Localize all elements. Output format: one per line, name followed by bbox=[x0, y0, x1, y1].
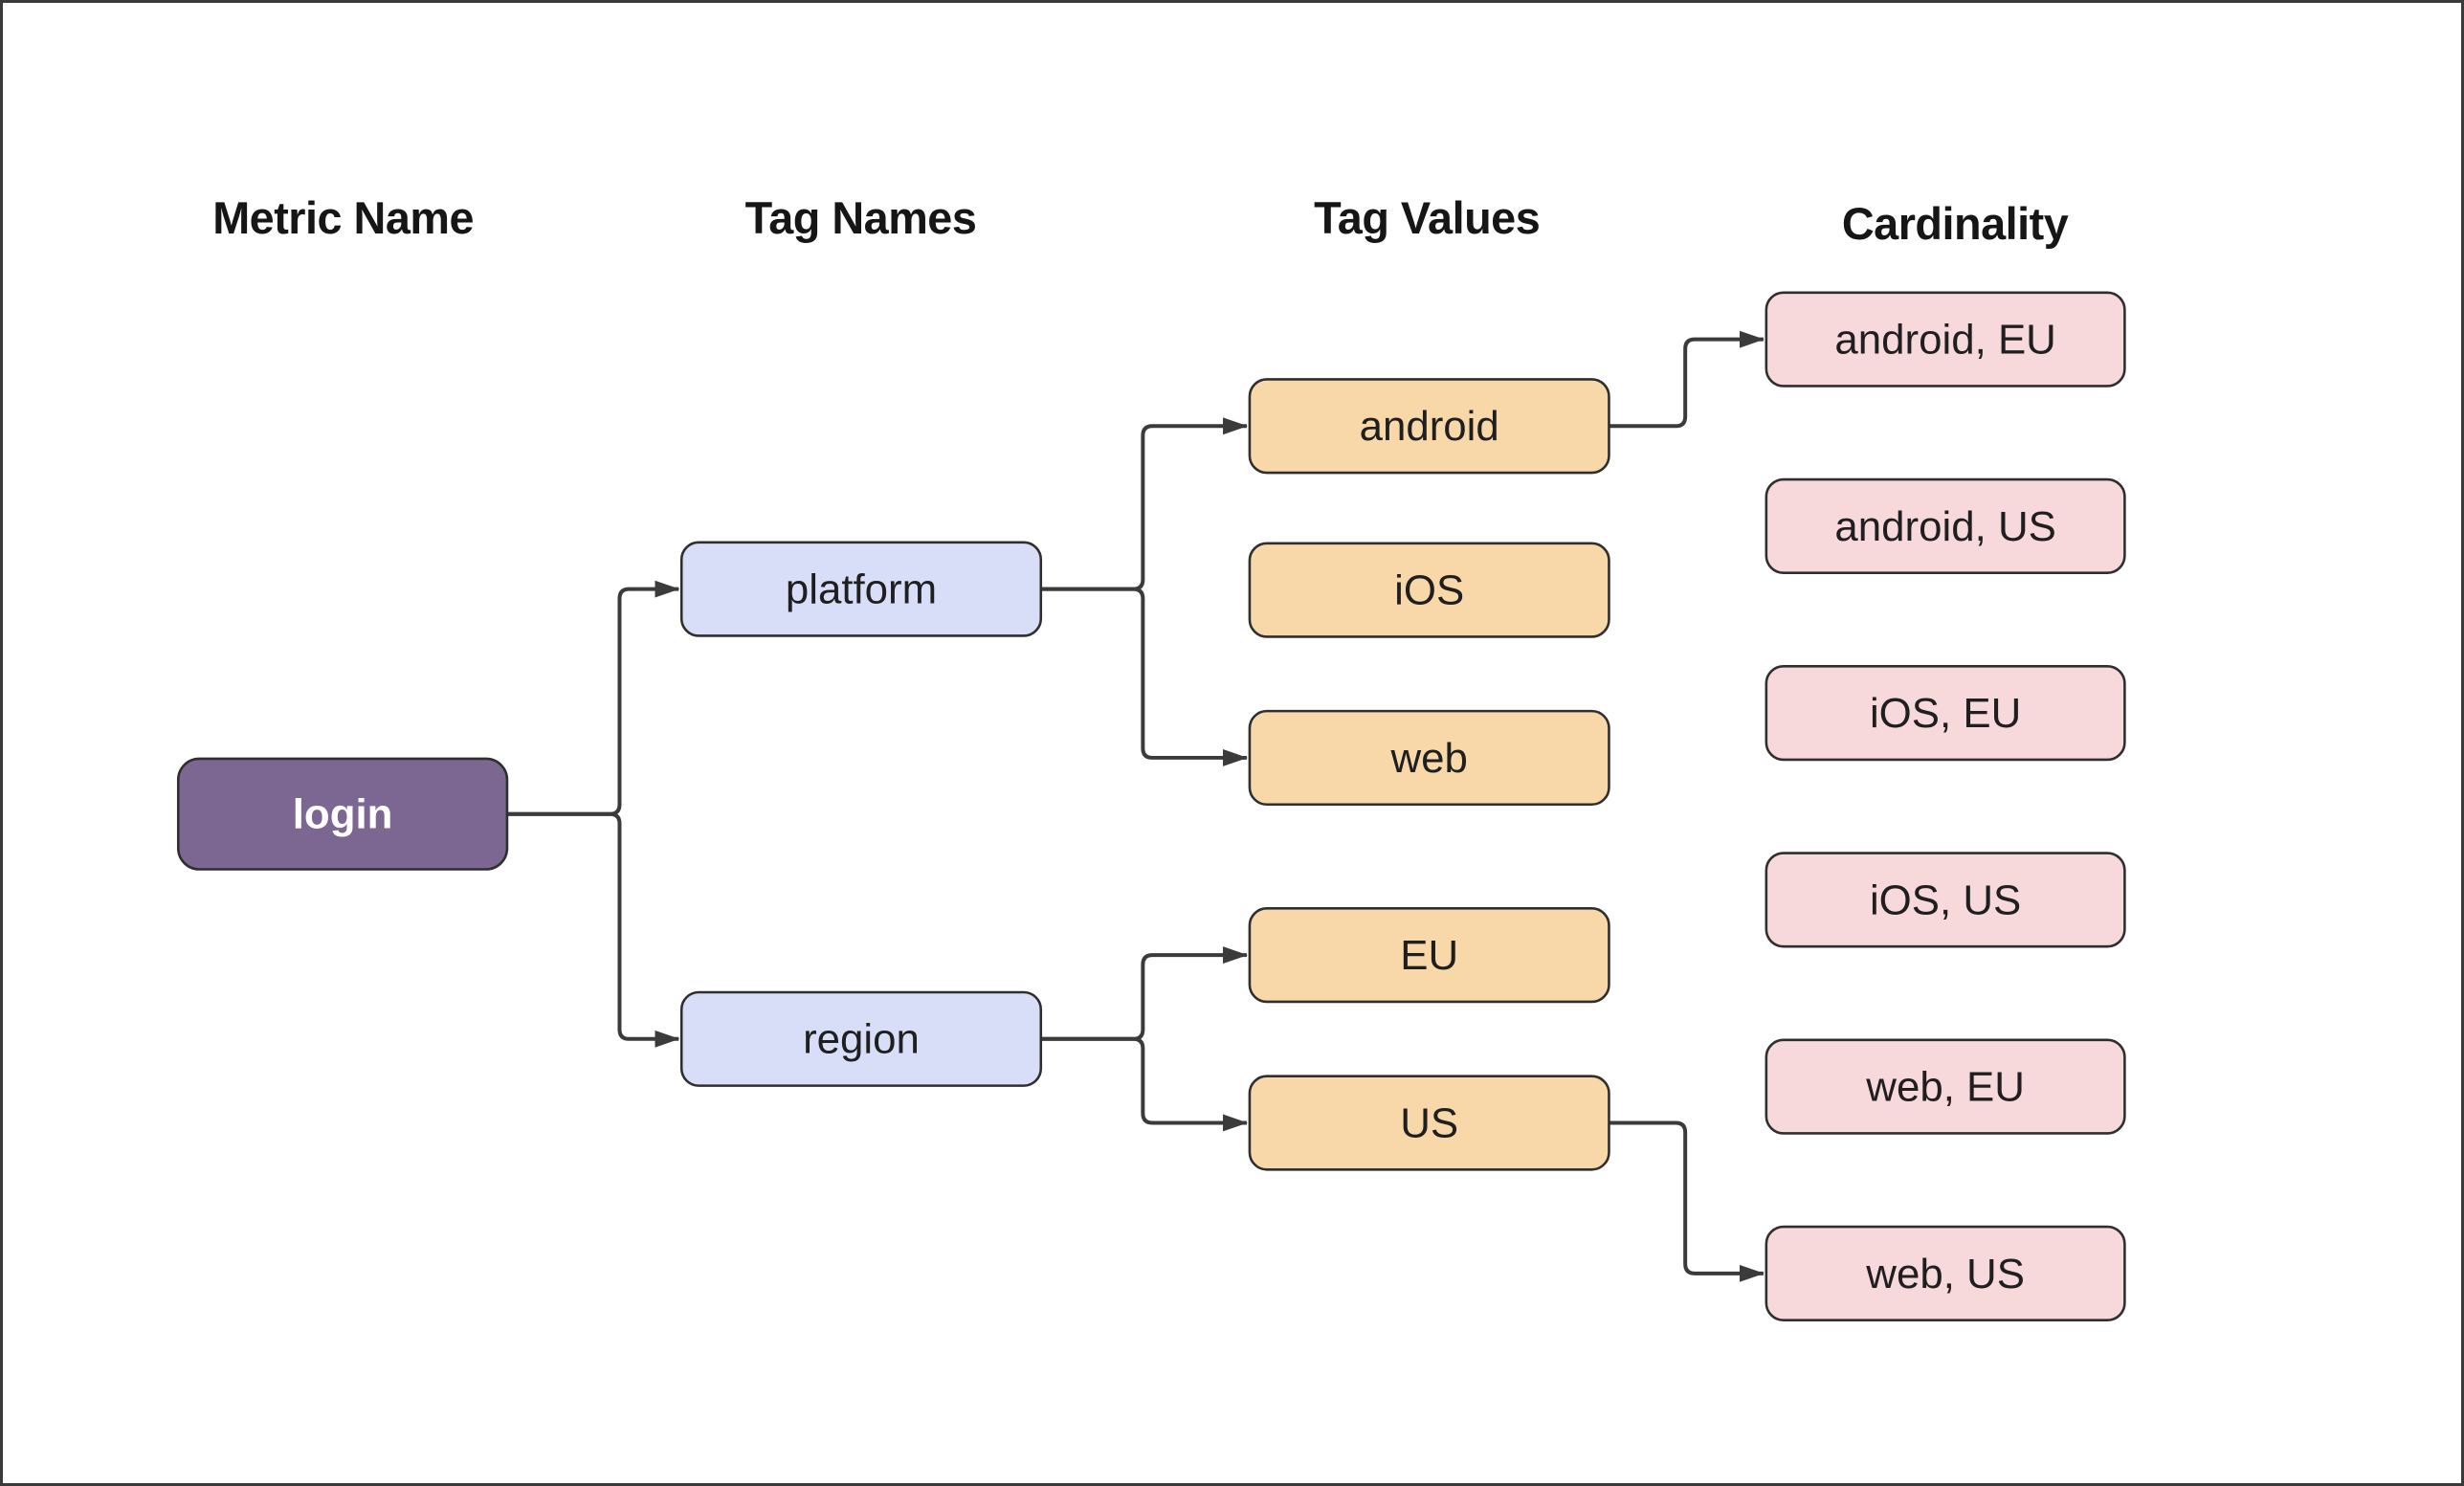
edge-us-to-web-us bbox=[1609, 1120, 1765, 1282]
headers-layer: Metric Name Tag Names Tag Values Cardinalit… bbox=[212, 193, 2069, 249]
node-android-us-box bbox=[1765, 477, 2126, 574]
node-eu: EU bbox=[1248, 907, 1610, 1004]
node-web-eu-box bbox=[1765, 1038, 2126, 1135]
edge-region-to-us bbox=[1040, 1036, 1248, 1132]
node-us-label: US bbox=[1400, 1099, 1458, 1146]
node-region: region bbox=[679, 990, 1043, 1087]
node-ios-eu-box bbox=[1765, 665, 2126, 762]
edge-android-to-android-eu bbox=[1609, 330, 1765, 429]
node-web-us-label: web, US bbox=[1865, 1251, 2025, 1297]
node-ios-us-label: iOS, US bbox=[1870, 876, 2021, 923]
node-platform-label: platform bbox=[786, 566, 937, 613]
node-platform: platform bbox=[679, 541, 1043, 637]
node-eu-box bbox=[1248, 907, 1610, 1004]
node-web: web bbox=[1248, 709, 1610, 807]
node-login-label: login bbox=[293, 791, 393, 838]
edge-region-to-eu bbox=[1040, 946, 1248, 1041]
node-region-box bbox=[679, 990, 1043, 1087]
node-us: US bbox=[1248, 1075, 1610, 1171]
node-us-box bbox=[1248, 1075, 1610, 1171]
node-android: android bbox=[1248, 378, 1610, 475]
node-web-eu: web, EU bbox=[1765, 1038, 2126, 1135]
column-header-tag-values: Tag Values bbox=[1314, 193, 1540, 243]
node-login-box bbox=[176, 757, 509, 871]
column-header-cardinality: Cardinality bbox=[1842, 199, 2069, 249]
node-ios: iOS bbox=[1248, 542, 1610, 638]
edge-platform-to-android bbox=[1040, 417, 1248, 591]
edge-platform-to-web bbox=[1040, 587, 1248, 766]
column-header-tag-names: Tag Names bbox=[745, 193, 977, 243]
node-region-label: region bbox=[803, 1016, 920, 1063]
edge-login-to-platform bbox=[506, 580, 680, 816]
node-android-eu-label: android, EU bbox=[1834, 317, 2055, 364]
edges-layer bbox=[506, 330, 1765, 1282]
edge-login-to-region bbox=[506, 811, 680, 1048]
node-ios-eu: iOS, EU bbox=[1765, 665, 2126, 762]
node-platform-box bbox=[679, 541, 1043, 637]
node-ios-label: iOS bbox=[1394, 567, 1464, 614]
node-android-us-label: android, US bbox=[1834, 503, 2055, 550]
node-ios-eu-label: iOS, EU bbox=[1870, 690, 2021, 737]
node-android-us: android, US bbox=[1765, 477, 2126, 574]
node-eu-label: EU bbox=[1400, 932, 1458, 979]
node-android-box bbox=[1248, 378, 1610, 475]
node-ios-box bbox=[1248, 542, 1610, 638]
node-web-us-box bbox=[1765, 1225, 2126, 1321]
node-android-eu: android, EU bbox=[1765, 291, 2126, 388]
node-web-box bbox=[1248, 709, 1610, 807]
column-header-metric-name: Metric Name bbox=[212, 193, 474, 243]
node-android-label: android bbox=[1360, 403, 1499, 450]
node-web-label: web bbox=[1389, 735, 1467, 782]
node-ios-us: iOS, US bbox=[1765, 852, 2126, 948]
node-android-eu-box bbox=[1765, 291, 2126, 388]
node-web-us: web, US bbox=[1765, 1225, 2126, 1321]
node-web-eu-label: web, EU bbox=[1865, 1064, 2025, 1111]
node-login: login bbox=[176, 757, 509, 871]
node-ios-us-box bbox=[1765, 852, 2126, 948]
